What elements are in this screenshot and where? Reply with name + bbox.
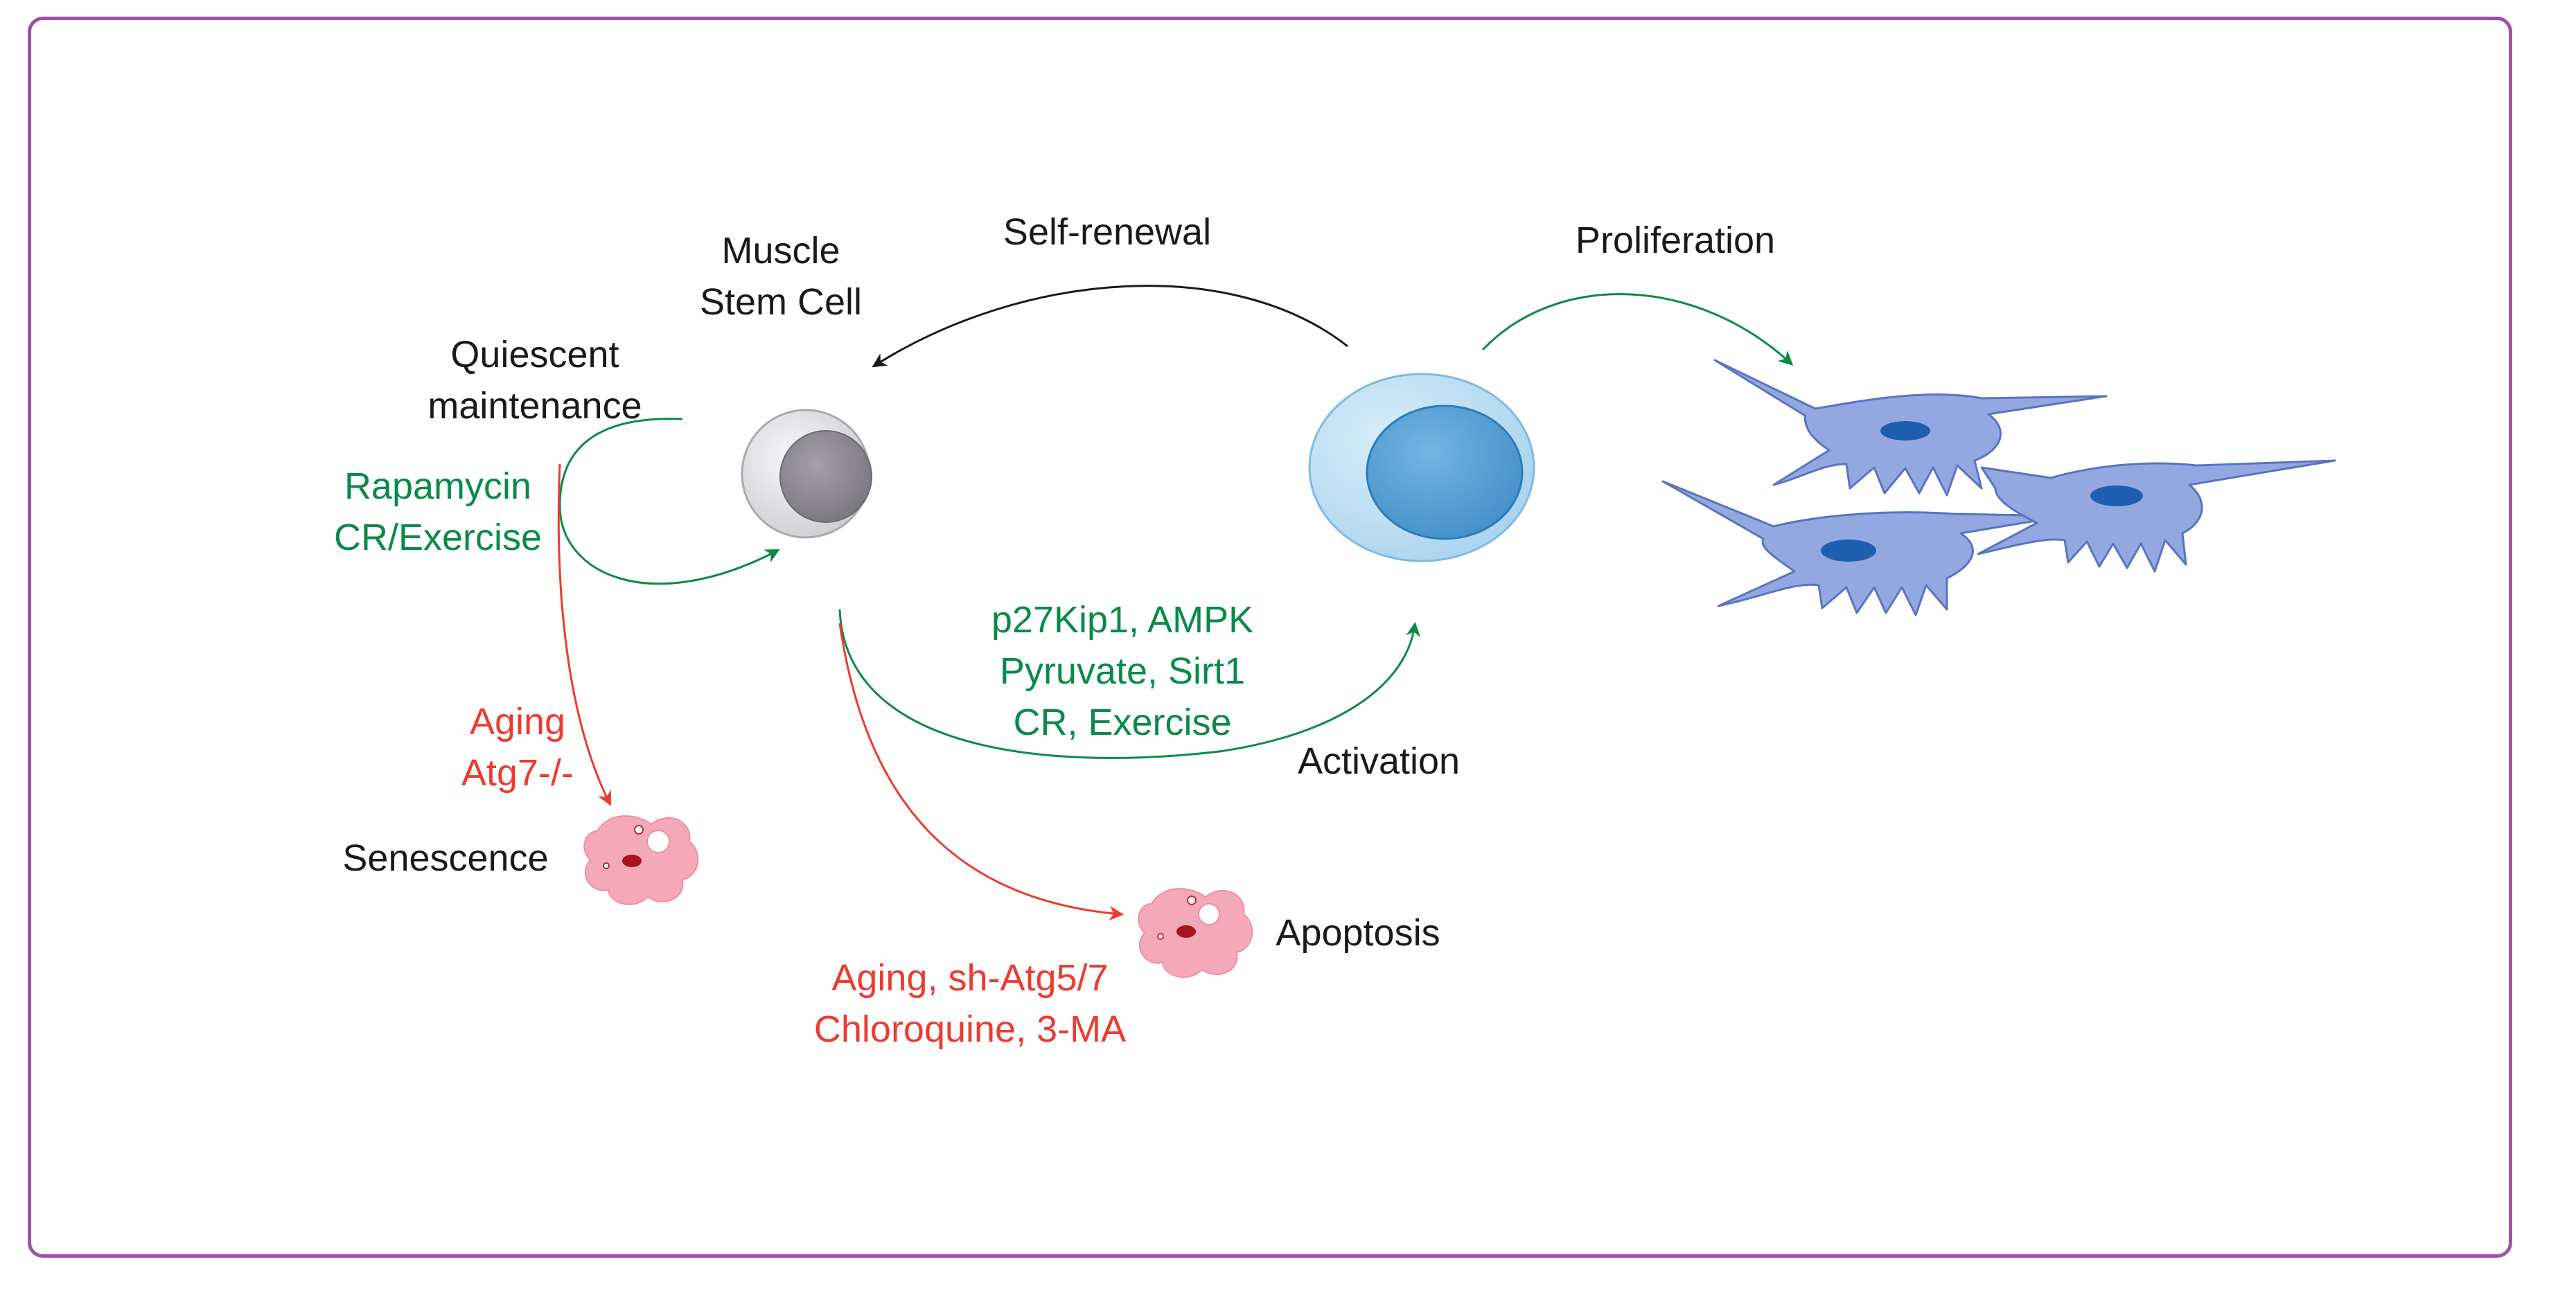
apoptosis-label: Apoptosis [1276,912,1440,954]
muscle-stem-cell-label: Muscle Stem Cell [700,225,862,328]
aging-sh-atg-label: Aging, sh-Atg5/7 [831,957,1109,999]
activated-nucleus [1366,404,1524,540]
quiescent-stem-cell [741,409,872,539]
activation-arrow [838,609,1421,759]
senescent-cell [583,815,699,905]
muscle-stem-cell-line1: Muscle [721,230,840,271]
proliferation-arrow [1481,293,1794,366]
quiescent-line1: Quiescent [450,334,619,375]
quiescent-maintenance-label: Quiescent maintenance [427,329,642,431]
quiescent-maintenance-arrow [558,418,780,585]
activation-label: Activation [1297,740,1461,782]
senescence-factors-label: Aging Atg7-/- [461,696,574,799]
chloroquine-label: Chloroquine, 3-MA [813,1008,1127,1050]
rapamycin-label: Rapamycin [344,465,532,507]
apoptosis-factors-label: Aging, sh-Atg5/7 Chloroquine, 3-MA [814,952,1126,1055]
muscle-stem-cell-line2: Stem Cell [699,281,863,323]
aging-label: Aging [469,701,566,742]
quiescent-factors-label: Rapamycin CR/Exercise [334,461,542,563]
senescence-arrow [557,463,611,806]
p27kip1-ampk-label: p27Kip1, AMPK [991,599,1254,641]
self-renewal-label: Self-renewal [1003,211,1212,253]
quiescent-line2: maintenance [427,385,642,427]
figure-frame [28,17,2512,1258]
proliferation-label: Proliferation [1575,220,1776,261]
activation-factors-label: p27Kip1, AMPK Pyruvate, Sirt1 CR, Exerci… [991,594,1253,748]
cr-exercise-label: CR/Exercise [333,517,542,558]
atg7-label: Atg7-/- [461,752,574,794]
myoblast-cluster [1661,359,2336,616]
cr-exercise2-label: CR, Exercise [1013,702,1232,743]
senescence-label: Senescence [342,837,549,879]
apoptosis-arrow [838,623,1124,921]
pyruvate-sirt1-label: Pyruvate, Sirt1 [999,650,1246,692]
activated-stem-cell [1308,373,1535,562]
quiescent-nucleus [779,430,872,523]
apoptotic-cell [1138,888,1253,978]
myoblast-3 [1977,459,2336,573]
self-renewal-arrow [872,285,1348,368]
